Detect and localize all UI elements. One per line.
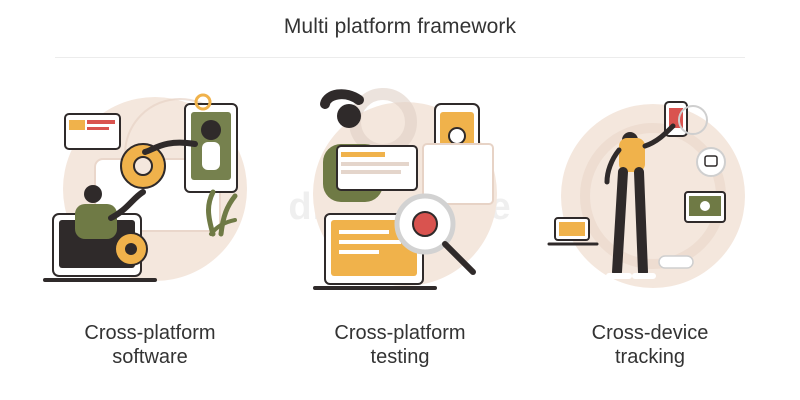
- caption-line1: Cross-platform: [84, 322, 216, 344]
- caption-cross-device-tracking: Cross-device tracking: [535, 321, 765, 369]
- cross-device-tracking-illustration-icon: [547, 101, 745, 288]
- cross-platform-software-illustration-icon: [43, 93, 247, 282]
- caption-cross-platform-testing: Cross-platform testing: [285, 321, 515, 369]
- caption-line2: tracking: [614, 346, 686, 368]
- caption-line1: Cross-platform: [334, 322, 466, 344]
- caption-cross-platform-software: Cross-platform software: [35, 321, 265, 369]
- caption-line2: software: [112, 346, 188, 368]
- panel-cross-device-tracking: [535, 84, 765, 324]
- cross-platform-testing-illustration-icon: [313, 88, 497, 290]
- caption-line1: Cross-device: [591, 322, 709, 344]
- page-title: Multi platform framework: [283, 15, 517, 38]
- title-divider: [55, 57, 745, 58]
- panel-cross-platform-testing: [285, 84, 515, 324]
- caption-line2: testing: [370, 346, 430, 368]
- panel-cross-platform-software: [35, 84, 265, 324]
